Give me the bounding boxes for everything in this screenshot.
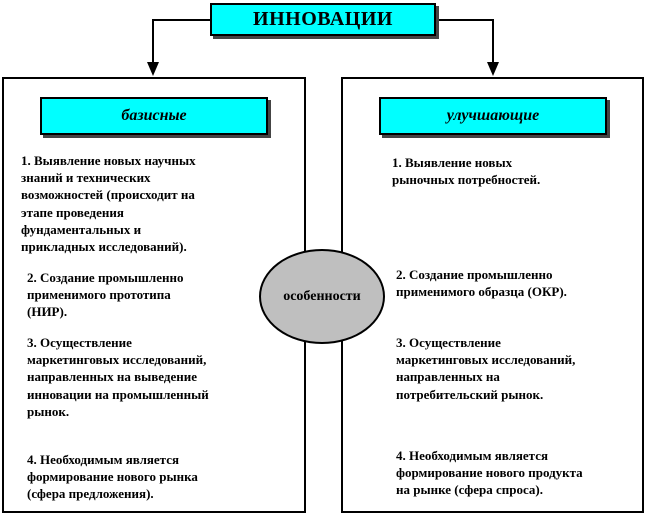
basic-item-3: 3. Осуществление маркетинговых исследова… bbox=[27, 335, 209, 419]
connector-arrows bbox=[147, 19, 499, 76]
basic-item-4: 4. Необходимым является формирование нов… bbox=[27, 452, 198, 502]
improving-item-3: 3. Осуществление маркетинговых исследова… bbox=[396, 335, 576, 402]
basic-item-2: 2. Создание промышленно применимого прот… bbox=[27, 270, 184, 320]
panel-improving: улучшающие 1. Выявление новых рыночных п… bbox=[341, 77, 644, 513]
improving-item-2: 2. Создание промышленно применимого обра… bbox=[396, 267, 567, 300]
header-improving: улучшающие bbox=[379, 97, 607, 135]
improving-item-1: 1. Выявление новых рыночных потребностей… bbox=[392, 155, 541, 188]
features-oval: особенности bbox=[259, 249, 385, 344]
panel-basic: базисные 1. Выявление новых научных знан… bbox=[2, 77, 306, 513]
improving-item-4: 4. Необходимым является формирование нов… bbox=[396, 448, 583, 498]
diagram-title: ИННОВАЦИИ bbox=[210, 3, 436, 36]
header-basic: базисные bbox=[40, 97, 268, 135]
basic-item-1: 1. Выявление новых научных знаний и техн… bbox=[21, 153, 196, 255]
